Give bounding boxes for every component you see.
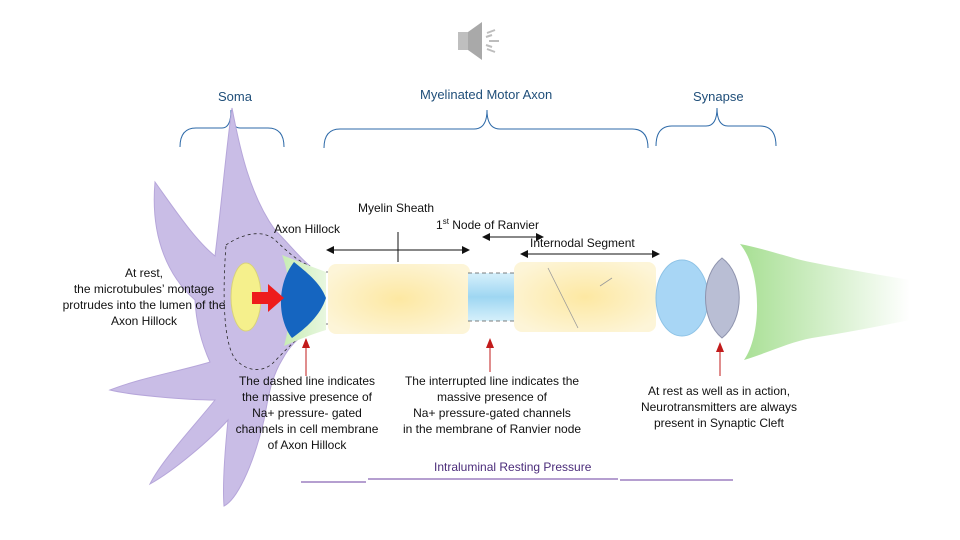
dashed-line-line-2: the massive presence of [241,390,373,404]
dashed-line-line-4: channels in cell membrane [235,422,379,436]
axon-terminal [655,259,709,337]
internodal-segment-label: Internodal Segment [530,236,635,250]
synaptic-note: At rest as well as in action, Neurotrans… [624,383,814,431]
interrupted-line-line-3: Na+ pressure-gated channels [413,406,571,420]
myelin-sheath-1 [328,264,470,334]
interrupted-line-line-2: massive presence of [436,390,548,404]
dashed-line-line-3: Na+ pressure- gated [252,406,362,420]
dashed-line-line-5: of Axon Hillock [267,438,347,452]
synapse-bracket [655,107,777,147]
at-rest-line-1: At rest, [124,266,163,280]
at-rest-note: At rest, the microtubules’ montage protr… [46,265,242,329]
axon-bracket [323,109,649,149]
axon-hillock [281,262,326,338]
synaptic-line-2: Neurotransmitters are always [640,400,798,414]
node-of-ranvier [468,273,516,321]
dashed-line-note: The dashed line indicates the massive pr… [224,373,390,453]
postsynaptic-cell [740,244,910,360]
myelin-sheath-2 [514,262,656,332]
node-of-ranvier-arrow [482,233,544,241]
soma-label: Soma [218,89,252,104]
synapse-label: Synapse [693,89,744,104]
interrupted-line-line-4: in the membrane of Ranvier node [402,422,582,436]
ranvier-up-arrow [486,338,494,372]
node-of-ranvier-sup: st [442,217,449,226]
microtubule-arrow [252,284,284,312]
synaptic-line-1: At rest as well as in action, [647,384,791,398]
myelin-sheath-label: Myelin Sheath [358,201,435,215]
speaker-icon[interactable] [458,22,499,60]
interrupted-line-line-1: The interrupted line indicates the [404,374,580,388]
dashed-line-line-1: The dashed line indicates [238,374,376,388]
node-of-ranvier-text: Node of Ranvier [448,218,539,232]
hillock-dashed-line [223,233,311,370]
node-of-ranvier-label: 1st Node of Ranvier [436,217,539,233]
synapse-up-arrow [716,342,724,376]
synaptic-cleft [705,257,740,339]
axon-hillock-label: Axon Hillock [274,222,341,236]
at-rest-line-4: Axon Hillock [110,314,178,328]
interrupted-line-note: The interrupted line indicates the massi… [388,373,596,437]
at-rest-line-3: protrudes into the lumen of the [62,298,226,312]
synaptic-line-3: present in Synaptic Cleft [653,416,785,430]
intraluminal-label: Intraluminal Resting Pressure [434,460,592,474]
at-rest-line-2: the microtubules’ montage [73,282,215,296]
node-of-ranvier-ordinal: 1 [436,218,443,232]
axon-label: Myelinated Motor Axon [420,87,553,102]
internodal-segment-arrow [520,250,660,258]
soma-bracket [179,109,285,148]
hillock-up-arrow [302,338,310,376]
